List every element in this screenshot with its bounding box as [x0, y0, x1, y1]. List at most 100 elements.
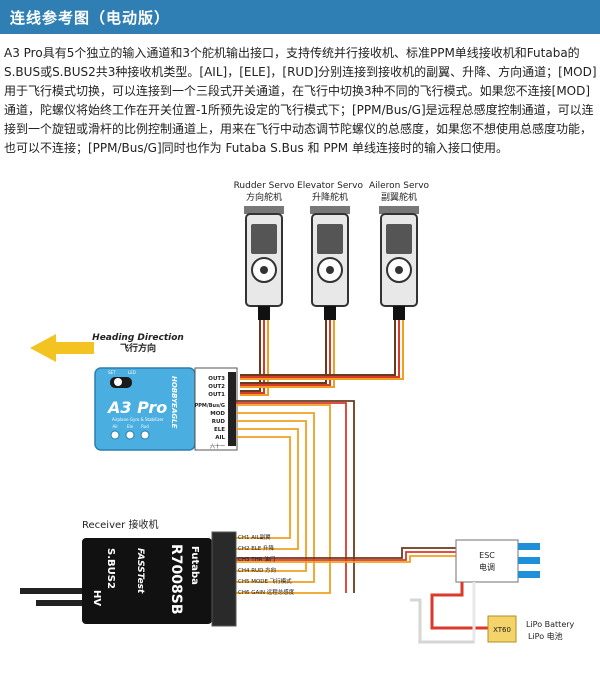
knob-ail-label: Ail	[113, 424, 118, 429]
port-out1: OUT1	[208, 392, 225, 398]
receiver-brand: Futaba	[189, 546, 200, 585]
port-ppm-bus-g: PPM/Bus/G	[195, 403, 225, 409]
a3-pro-brand: HOBBYEAGLE	[170, 376, 178, 429]
servo-rudder-plug	[258, 306, 270, 320]
port-ele: ELE	[214, 427, 225, 433]
esc-battery-wire-dark-return	[410, 598, 474, 644]
a3-pro-pin-strip	[228, 372, 236, 446]
esc-label: ESC	[479, 551, 495, 560]
wire-rudder-red	[240, 320, 265, 394]
servo-rudder-cn: 方向舵机	[246, 191, 282, 203]
receiver: Receiver 接收机 S.BUS2 FASSTest HV R7008SB …	[20, 518, 295, 627]
a3-pro-module: SET LED A3 Pro Airplane Gyro & Stabilize…	[94, 367, 238, 451]
a3-pro-model: A3 Pro	[106, 398, 167, 417]
esc: ESC 电调	[410, 539, 540, 644]
battery-label: LiPo Battery	[526, 620, 575, 629]
wire-aileron-brown	[240, 320, 396, 376]
servo-elevator-label-plate	[317, 224, 343, 254]
receiver-body	[82, 538, 212, 624]
heading-direction: Heading Direction 飞行方向	[30, 333, 184, 362]
port-footer: 六十一	[210, 443, 225, 450]
heading-label-cn: 飞行方向	[120, 342, 156, 354]
wire-power-red	[236, 402, 347, 593]
servo-aileron-label: Aileron Servo	[369, 181, 430, 191]
servo-aileron-plug	[393, 306, 405, 320]
wire-ch6-gain	[236, 404, 331, 594]
battery: XT60 LiPo Battery LiPo 电池	[487, 615, 575, 643]
receiver-pin-header	[211, 531, 237, 627]
intro-paragraph: A3 Pro具有5个独立的输入通道和3个舵机输出接口，支持传统并行接收机、标准P…	[4, 44, 598, 158]
wire-rudder-brown	[240, 320, 261, 392]
wire-power-brown	[236, 400, 355, 593]
servo-wires	[240, 320, 404, 396]
wire-aileron-red	[240, 320, 400, 378]
servo-rudder-label-plate	[251, 224, 277, 254]
wire-ch5-mod	[236, 412, 315, 583]
a3-pro-sub: Airplane Gyro & Stabilizer	[112, 417, 164, 422]
port-out3: OUT3	[208, 376, 225, 382]
wire-elevator-brown	[240, 320, 327, 384]
esc-battery-wire-dark	[418, 582, 476, 644]
a3-set-label: SET	[108, 370, 116, 375]
knob-ail-icon	[110, 430, 120, 440]
antenna-1	[36, 600, 86, 606]
receiver-to-a3-wires	[236, 400, 456, 594]
wire-ch3-red	[236, 551, 456, 561]
a3-pro-set-knob	[114, 378, 122, 386]
esc-label-cn: 电调	[479, 562, 495, 572]
rx-ch3: CH3 THR 油门	[238, 555, 275, 563]
wire-ch3-orange	[236, 555, 456, 563]
servo-rudder-label: Rudder Servo	[234, 181, 295, 191]
heading-arrow-icon	[30, 334, 94, 362]
port-ail: AIL	[215, 435, 225, 441]
servo-aileron-hub	[395, 266, 403, 274]
rx-ch2: CH2 ELE 升降	[238, 544, 274, 552]
knob-ele-icon	[125, 430, 135, 440]
battery-plug: XT60	[493, 626, 511, 634]
servo-elevator: Elevator Servo 升降舵机	[297, 181, 363, 320]
wire-ch4-rud	[236, 420, 307, 572]
title-banner: 连线参考图（电动版）	[0, 0, 600, 34]
servo-elevator-tab	[310, 206, 350, 214]
knob-ele-label: Ele	[127, 424, 134, 429]
knob-rud-icon	[140, 430, 150, 440]
servo-elevator-label: Elevator Servo	[297, 181, 363, 191]
battery-label-cn: LiPo 电池	[528, 631, 563, 641]
wire-ch2-ele	[236, 428, 299, 550]
page-title: 连线参考图（电动版）	[10, 9, 171, 27]
port-rud: RUD	[212, 419, 226, 425]
wire-elevator-red	[240, 320, 331, 386]
servo-aileron-tab	[379, 206, 419, 214]
receiver-label: Receiver 接收机	[82, 518, 158, 531]
servo-elevator-cn: 升降舵机	[312, 191, 348, 203]
rx-ch1: CH1 AIL副翼	[238, 533, 271, 541]
servo-aileron-label-plate	[386, 224, 412, 254]
xt60-plug	[487, 615, 517, 643]
receiver-hv: HV	[91, 590, 102, 606]
servo-aileron: Aileron Servo 副翼舵机	[369, 181, 430, 320]
wire-ch3-brown	[236, 547, 456, 559]
esc-battery-wire-red	[430, 582, 488, 630]
port-out2: OUT2	[208, 384, 225, 390]
servo-aileron-cn: 副翼舵机	[381, 191, 417, 203]
rx-ch5: CH5 MODE 飞行模式	[238, 577, 292, 585]
servo-elevator-plug	[324, 306, 336, 320]
antenna-2	[20, 588, 86, 594]
rx-ch4: CH4 RUD 方向	[238, 566, 276, 574]
servo-rudder-hub	[260, 266, 268, 274]
port-mod: MOD	[210, 411, 225, 417]
rx-ch6: CH6 GAIN 远程总感度	[238, 588, 295, 596]
receiver-sbus: S.BUS2	[105, 548, 116, 589]
receiver-model: R7008SB	[168, 544, 184, 615]
receiver-fasst: FASSTest	[135, 548, 145, 594]
servo-rudder-tab	[244, 206, 284, 214]
wire-ch1-ail	[236, 436, 291, 539]
a3-led-label: LED	[128, 370, 136, 375]
esc-motor-wire-2	[518, 557, 540, 564]
wire-elevator-orange	[240, 320, 335, 388]
heading-label: Heading Direction	[92, 333, 184, 343]
wire-aileron-orange	[240, 320, 404, 380]
knob-rud-label: Rud	[141, 424, 149, 429]
servo-elevator-hub	[326, 266, 334, 274]
